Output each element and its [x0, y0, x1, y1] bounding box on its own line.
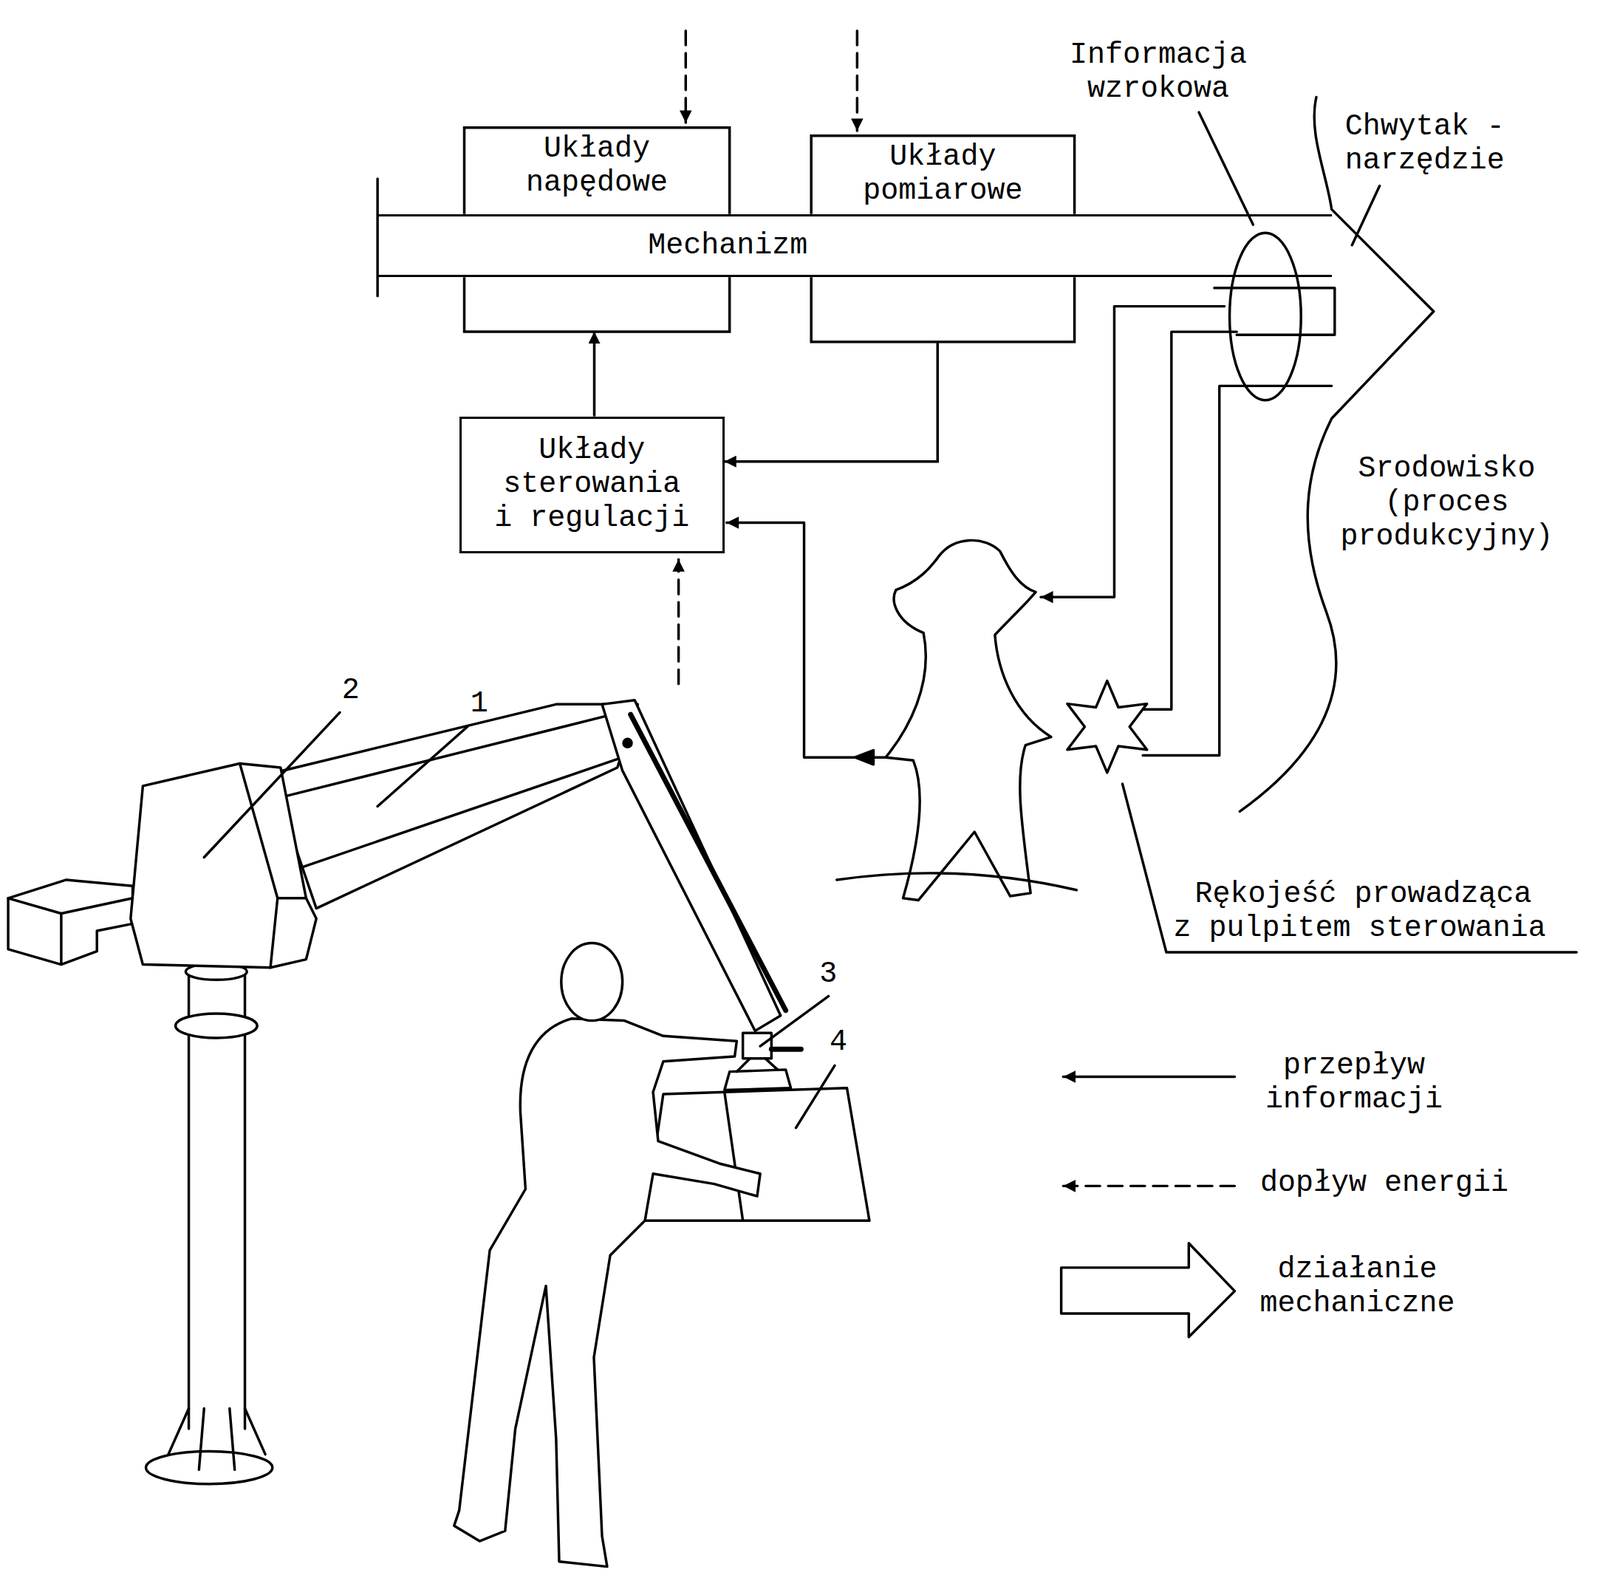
- annotation: Rękojeść prowadząca z pulpitem sterowani…: [1173, 877, 1552, 946]
- callout-number: 3: [819, 957, 837, 992]
- worker-head: [561, 943, 623, 1021]
- column-collar: [175, 1013, 258, 1038]
- leader-line: [377, 726, 468, 807]
- legend-sample: [1062, 1075, 1235, 1078]
- legend-text: działanie mechaniczne: [1257, 1252, 1458, 1321]
- info-connector: [593, 331, 597, 417]
- floor-line: [836, 873, 1078, 891]
- info-line: [1142, 331, 1237, 710]
- forearm: [602, 700, 781, 1032]
- legend-sample: [1062, 1184, 1235, 1188]
- callout-number: 4: [829, 1025, 848, 1060]
- arm-edge: [285, 714, 623, 868]
- box-outline: [811, 135, 1075, 343]
- handle-symbol: [1067, 681, 1148, 773]
- drive-housing: [130, 763, 317, 967]
- leader-line: [1122, 783, 1578, 953]
- info-line: [1040, 306, 1225, 598]
- counterweight-edge: [8, 898, 133, 965]
- counterweight: [8, 879, 133, 965]
- energy-arrow: [856, 31, 859, 131]
- system-box: Układy sterowania i regulacji: [459, 416, 725, 554]
- operator-figure: [885, 539, 1052, 900]
- system-box: Układy pomiarowe: [811, 135, 1075, 343]
- column-foot: [146, 1451, 273, 1485]
- band-end-line: [375, 178, 379, 297]
- arm-beam: [270, 703, 638, 908]
- leader-line: [203, 712, 340, 857]
- legend-text: dopływ energii: [1260, 1166, 1509, 1201]
- column: [189, 974, 246, 1429]
- gripper-plate: [724, 1069, 792, 1091]
- gripper-edge: [736, 1058, 778, 1072]
- gripper: [743, 1032, 772, 1059]
- column-base: [168, 1407, 266, 1470]
- info-line: [726, 522, 888, 758]
- load-edge: [724, 1091, 744, 1221]
- arrow-head: [855, 750, 874, 765]
- forearm-edge: [630, 714, 786, 1011]
- legend-text: przepływ informacji: [1265, 1048, 1448, 1117]
- energy-arrow: [677, 559, 680, 685]
- info-connector: [724, 342, 938, 462]
- leader-line: [795, 1065, 834, 1128]
- energy-arrow: [684, 31, 687, 123]
- gripper-handle: [771, 1046, 801, 1052]
- annotation: Srodowisko (proces produkcyjny): [1337, 452, 1556, 555]
- callout-number: 1: [470, 686, 489, 721]
- leader-line: [1351, 186, 1380, 246]
- joint: [623, 738, 632, 747]
- leader-line: [1198, 112, 1253, 225]
- legend-sample: [1061, 1243, 1236, 1338]
- leader-line: [760, 995, 829, 1046]
- callout-number: 2: [342, 673, 360, 708]
- info-line: [1142, 385, 1332, 755]
- box-label: Układy napędowe: [514, 132, 679, 201]
- visual-info-ellipse: [1229, 232, 1302, 401]
- worker-figure: [454, 1018, 761, 1567]
- annotation: Informacja wzrokowa: [1057, 38, 1258, 107]
- housing-edge: [240, 763, 307, 967]
- box-label: Układy pomiarowe: [851, 140, 1035, 209]
- band-label: Mechanizm: [647, 228, 808, 263]
- annotation: Chwytak - narzędzie: [1345, 110, 1528, 179]
- info-channel: [1214, 288, 1335, 336]
- mechanism-band: Mechanizm: [377, 214, 1332, 278]
- box-label: Układy sterowania i regulacji: [491, 433, 693, 536]
